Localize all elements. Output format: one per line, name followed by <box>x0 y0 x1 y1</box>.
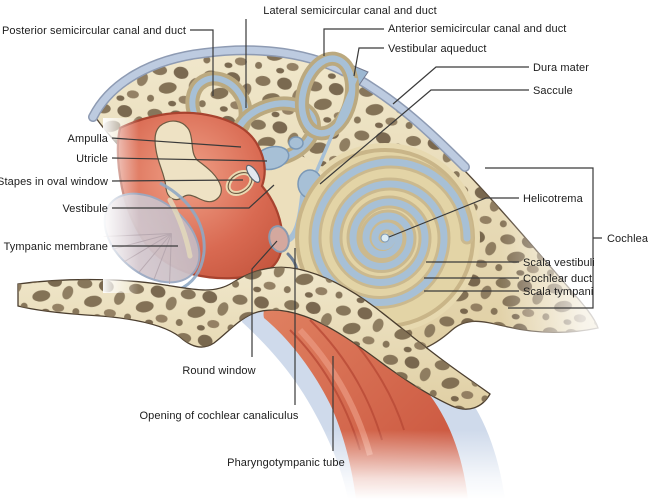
label-anterior-semicircular: Anterior semicircular canal and duct <box>388 23 566 35</box>
leader-lines <box>111 19 602 451</box>
label-cochlear-canaliculus: Opening of cochlear canaliculus <box>139 410 298 422</box>
ossicles <box>154 120 261 203</box>
fade-bottom <box>180 430 650 499</box>
leader-saccule <box>319 89 529 185</box>
label-stapes: Stapes in oval window <box>0 176 108 188</box>
label-pharyngotympanic-tube: Pharyngotympanic tube <box>227 457 345 469</box>
tympanic-floor-bone <box>17 266 491 410</box>
leader-vestibular-aqueduct <box>353 47 384 77</box>
leader-vestibule <box>112 184 275 209</box>
label-scala-tympani: Scala tympani <box>523 286 593 298</box>
leader-utricle <box>111 157 268 162</box>
label-scala-vestibuli: Scala vestibuli <box>523 257 595 269</box>
label-cochlear-duct: Cochlear duct <box>523 273 592 285</box>
label-saccule: Saccule <box>533 85 573 97</box>
cochlea-bracket <box>485 167 602 309</box>
leader-ampulla <box>111 137 242 148</box>
label-cochlea: Cochlea <box>607 233 649 245</box>
label-vestibular-aqueduct: Vestibular aqueduct <box>388 43 487 55</box>
label-posterior-semicircular: Posterior semicircular canal and duct <box>2 25 186 37</box>
anterior-canal-ring <box>294 51 360 141</box>
leader-dura-mater <box>392 66 529 105</box>
malleus-handle <box>167 197 193 259</box>
round-window-shape <box>268 225 290 253</box>
fade-right <box>500 140 650 350</box>
label-tympanic-membrane: Tympanic membrane <box>4 241 108 253</box>
leader-helicotrema <box>388 197 519 238</box>
label-helicotrema: Helicotrema <box>523 193 584 205</box>
malleus-incus-shape <box>154 120 222 203</box>
helicotrema-center <box>380 233 390 243</box>
anterior-ampulla-shape <box>288 136 304 150</box>
label-vestibule: Vestibule <box>62 203 108 215</box>
label-dura-mater: Dura mater <box>533 62 589 74</box>
label-utricle: Utricle <box>76 153 108 165</box>
endolymphatic-duct <box>313 77 358 176</box>
membrane-annulus <box>159 181 206 292</box>
label-round-window: Round window <box>182 365 255 377</box>
label-ampulla: Ampulla <box>68 133 109 145</box>
cochlea-duct-spiral <box>311 158 471 306</box>
leader-anterior-semicircular <box>323 28 384 56</box>
fade-left <box>103 118 139 293</box>
oval-window-footplate <box>245 164 261 183</box>
leader-round-window <box>251 240 278 357</box>
labels: Posterior semicircular canal and duct La… <box>0 5 649 469</box>
leader-stapes <box>111 179 244 182</box>
stapes-shape <box>225 164 261 196</box>
leader-posterior-semicircular <box>190 29 214 96</box>
label-lateral-semicircular: Lateral semicircular canal and duct <box>263 5 436 17</box>
dura-mater-membrane <box>88 45 470 172</box>
